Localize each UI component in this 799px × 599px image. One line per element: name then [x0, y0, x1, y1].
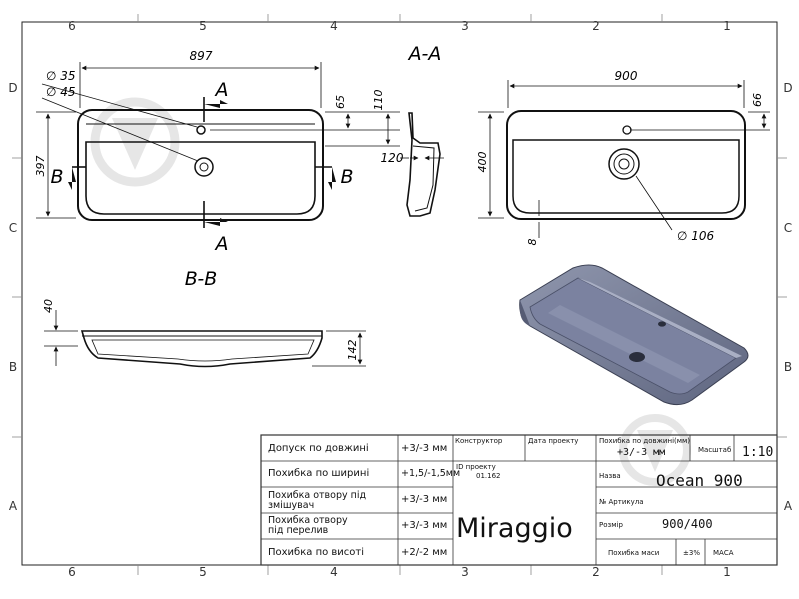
dim-142-label: 142	[346, 340, 359, 361]
dim-900-label: 900	[615, 69, 638, 83]
dim-110-label: 110	[372, 90, 385, 111]
cut-a-top-label: A	[214, 79, 229, 101]
top-view: 897 397 ∅ 35 ∅ 45 65 110 A A B B	[34, 49, 400, 255]
dim-depth-label: 397	[34, 156, 47, 177]
row-label-right: D	[783, 81, 792, 95]
size-label: Розмір	[599, 521, 623, 529]
article-label: № Артикула	[599, 498, 644, 506]
dim-400-label: 400	[476, 152, 489, 173]
tolerance-mixer-hole-value: +3/-3 мм	[401, 494, 447, 505]
tolerance-length-label: Допуск по довжині	[268, 442, 369, 454]
scale-value: 1:10	[742, 445, 773, 460]
cut-a-bottom-label: A	[214, 233, 229, 255]
col-label-bottom: 1	[723, 565, 731, 579]
col-label-bottom: 4	[330, 565, 338, 579]
section-bb: B-B 40 142	[42, 268, 366, 368]
tolerance-height-label: Похибка по висоті	[268, 546, 364, 558]
project-date-label: Дата проекту	[528, 437, 578, 445]
tolerance-width-value: +1,5/-1,5мм	[401, 468, 460, 479]
col-label-top: 4	[330, 19, 338, 33]
tolerance-overflow-hole-label-line1: Похибка отвору	[268, 515, 348, 526]
row-label-right: A	[784, 499, 793, 513]
tolerance-height-value: +2/-2 мм	[401, 547, 447, 558]
tolerance-overflow-hole-value: +3/-3 мм	[401, 520, 447, 531]
length-tolerance-value: +3/-3 мм	[617, 447, 665, 458]
tolerance-mixer-hole-label: Похибка отвору під змішувач	[268, 490, 369, 511]
col-label-top: 1	[723, 19, 731, 33]
isometric-render	[519, 264, 749, 406]
tolerance-overflow-hole-label: Похибка отвору під перелив	[268, 515, 351, 536]
row-label-left: D	[8, 81, 17, 95]
col-label-top: 3	[461, 19, 469, 33]
dim-8-label: 8	[526, 239, 539, 246]
col-label-bottom: 3	[461, 565, 469, 579]
tolerance-width-label: Похибка по ширині	[268, 467, 369, 479]
cut-b-left-label: B	[50, 166, 63, 188]
constructor-label: Конструктор	[455, 437, 503, 445]
bottom-view: 900 400 66 8 ∅ 106	[476, 69, 770, 246]
row-label-right: B	[784, 360, 792, 374]
col-label-top: 2	[592, 19, 600, 33]
dim-65-label: 65	[334, 95, 347, 109]
dim-120-label: 120	[381, 151, 404, 165]
tolerance-length-value: +3/-3 мм	[401, 443, 447, 454]
project-id-value: 01.162	[476, 472, 501, 480]
tolerance-mixer-hole-label-line2: змішувач	[268, 500, 314, 511]
section-aa: A-A 120	[381, 43, 444, 217]
name-label: Назва	[599, 472, 621, 480]
cut-b-right-label: B	[340, 166, 353, 188]
col-label-bottom: 5	[199, 565, 207, 579]
mass-tolerance-value: ±3%	[683, 549, 700, 557]
length-tolerance-label: Похибка по довжині(мм)	[599, 437, 690, 445]
scale-label: Масштаб	[698, 446, 731, 454]
row-label-left: A	[9, 499, 18, 513]
dim-hole-large-label: ∅ 45	[46, 85, 76, 99]
col-label-bottom: 6	[68, 565, 76, 579]
tolerance-overflow-hole-label-line2: під перелив	[268, 525, 329, 536]
size-value: 900/400	[662, 517, 713, 531]
project-id-label: ID проекту	[456, 463, 496, 471]
col-label-top: 6	[68, 19, 76, 33]
mass-label: МАСА	[713, 549, 734, 557]
tolerance-mixer-hole-label-line1: Похибка отвору під	[268, 490, 366, 501]
section-bb-title: B-B	[185, 268, 218, 290]
dim-40-label: 40	[42, 299, 55, 313]
brand-name: Miraggio	[456, 513, 573, 544]
mass-tolerance-label: Похибка маси	[608, 549, 659, 557]
dim-width-label: 897	[190, 49, 213, 63]
product-name-value: Ocean 900	[656, 471, 743, 490]
col-label-top: 5	[199, 19, 207, 33]
section-aa-title: A-A	[407, 43, 442, 65]
title-block: Допуск по довжині +3/-3 мм Похибка по ши…	[260, 434, 778, 566]
col-label-bottom: 2	[592, 565, 600, 579]
dim-hole-small-label: ∅ 35	[46, 69, 76, 83]
dim-66-label: 66	[751, 93, 764, 107]
row-label-right: C	[784, 221, 792, 235]
dim-106-label: ∅ 106	[677, 229, 715, 243]
row-label-left: B	[9, 360, 17, 374]
row-label-left: C	[9, 221, 17, 235]
